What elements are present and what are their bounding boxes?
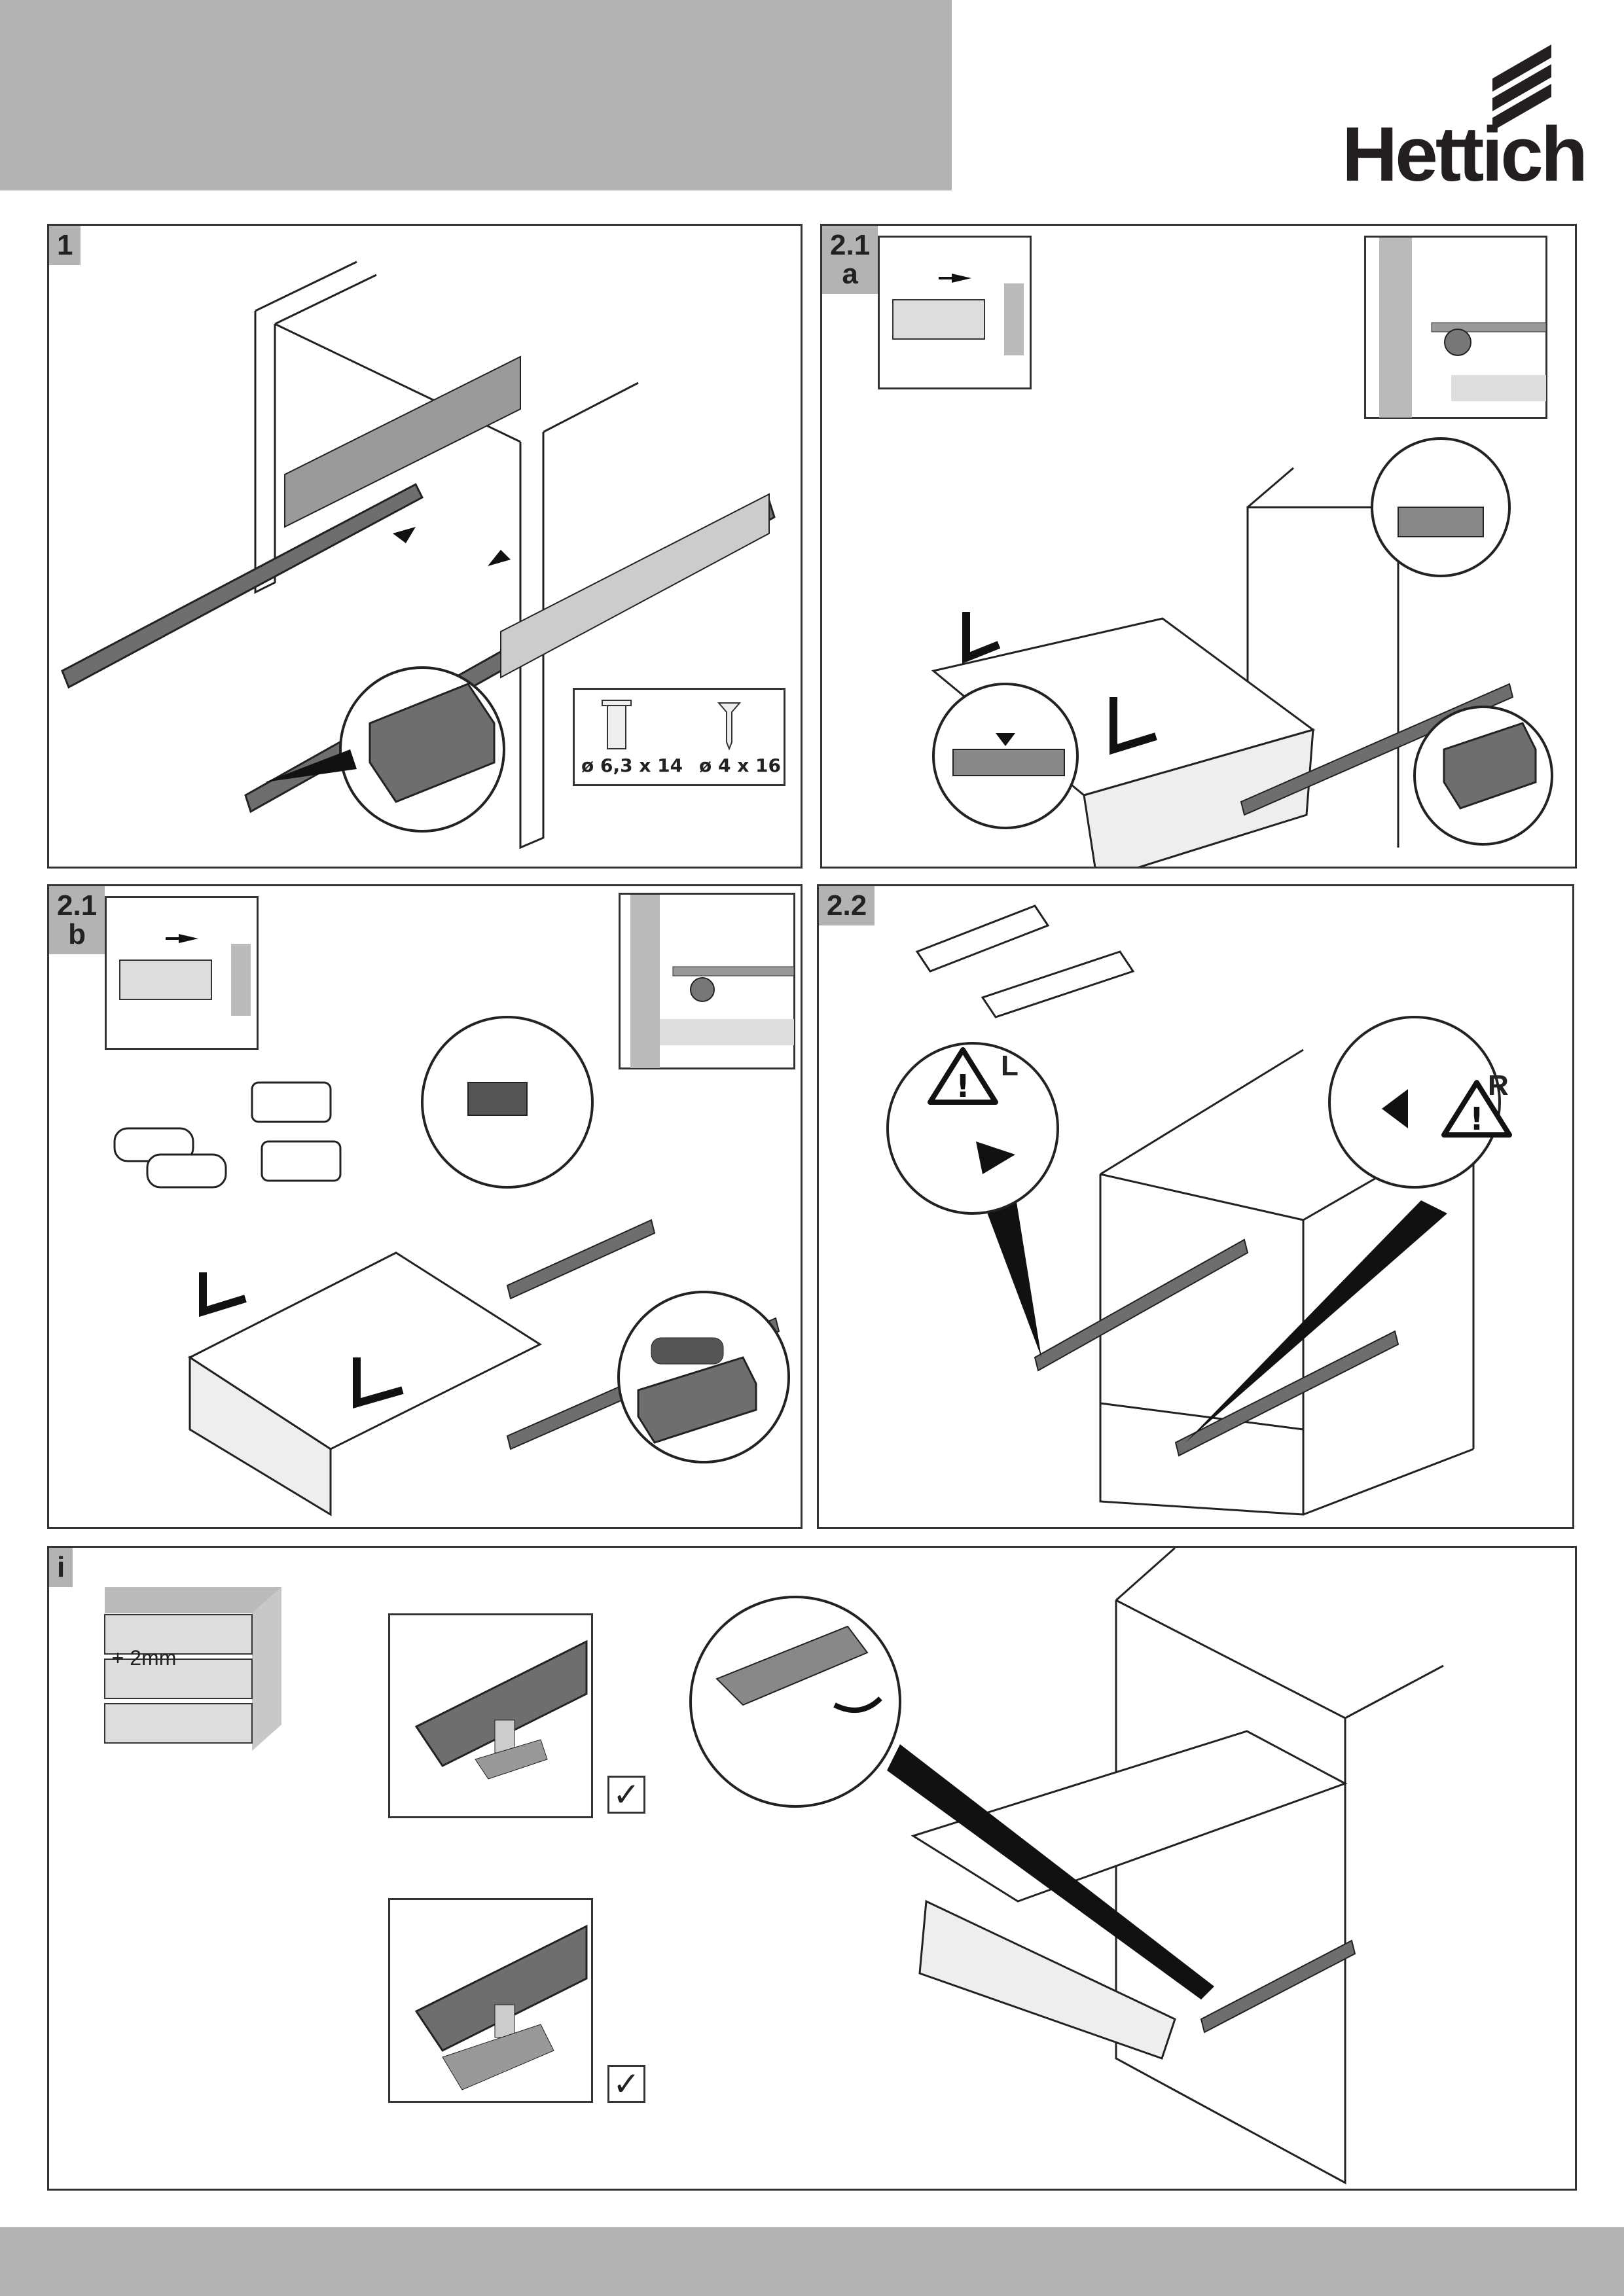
check-icon: ✓ (607, 2065, 645, 2103)
svg-text:!: ! (1470, 1101, 1484, 1138)
hettich-logo: Hettich (1342, 39, 1588, 198)
screw-label-small: ø 4 x 16 (699, 755, 781, 776)
logo-text: Hettich (1342, 111, 1588, 198)
step-1-panel: 1 ø 6,3 x 14 ø 4 x 16 (47, 224, 803, 869)
rail-detail-inset (619, 893, 795, 1069)
drawer-direction-inset (878, 236, 1032, 389)
rail-mounting-illustration (61, 260, 776, 850)
spacer-install-illustration (113, 1016, 790, 1516)
screw-specs-box: ø 6,3 x 14 ø 4 x 16 (573, 688, 785, 786)
step-label: 1 (49, 226, 81, 265)
info-label: i (49, 1548, 73, 1587)
logo-stripes-icon (1492, 45, 1551, 131)
step-2-2-panel: 2.2 !! L R (817, 884, 1574, 1529)
drawer-install-illustration (931, 437, 1553, 867)
info-illustrations (104, 1548, 1444, 2185)
rail-correct-detail-2 (388, 1898, 593, 2103)
header-band (0, 0, 952, 190)
drawer-direction-inset (105, 896, 259, 1050)
warning-right-icon (1441, 1080, 1512, 1138)
svg-text:!: ! (956, 1068, 970, 1105)
step-label: 2.2 (819, 886, 875, 925)
rail-detail-inset (1364, 236, 1547, 419)
cabinet-rail-illustration: !! (886, 905, 1512, 1516)
rail-correct-detail-1 (388, 1613, 593, 1818)
info-panel: i + 2mm ✓ ✓ (47, 1546, 1577, 2191)
warning-left-icon (928, 1047, 998, 1105)
warning-label-left: L (1001, 1050, 1019, 1082)
spacing-label: + 2mm (111, 1646, 177, 1670)
warning-label-right: R (1488, 1069, 1509, 1102)
screw-icons (602, 700, 742, 751)
check-icon: ✓ (607, 1776, 645, 1814)
footer-band (0, 2227, 1624, 2296)
screw-label-large: ø 6,3 x 14 (581, 755, 683, 776)
